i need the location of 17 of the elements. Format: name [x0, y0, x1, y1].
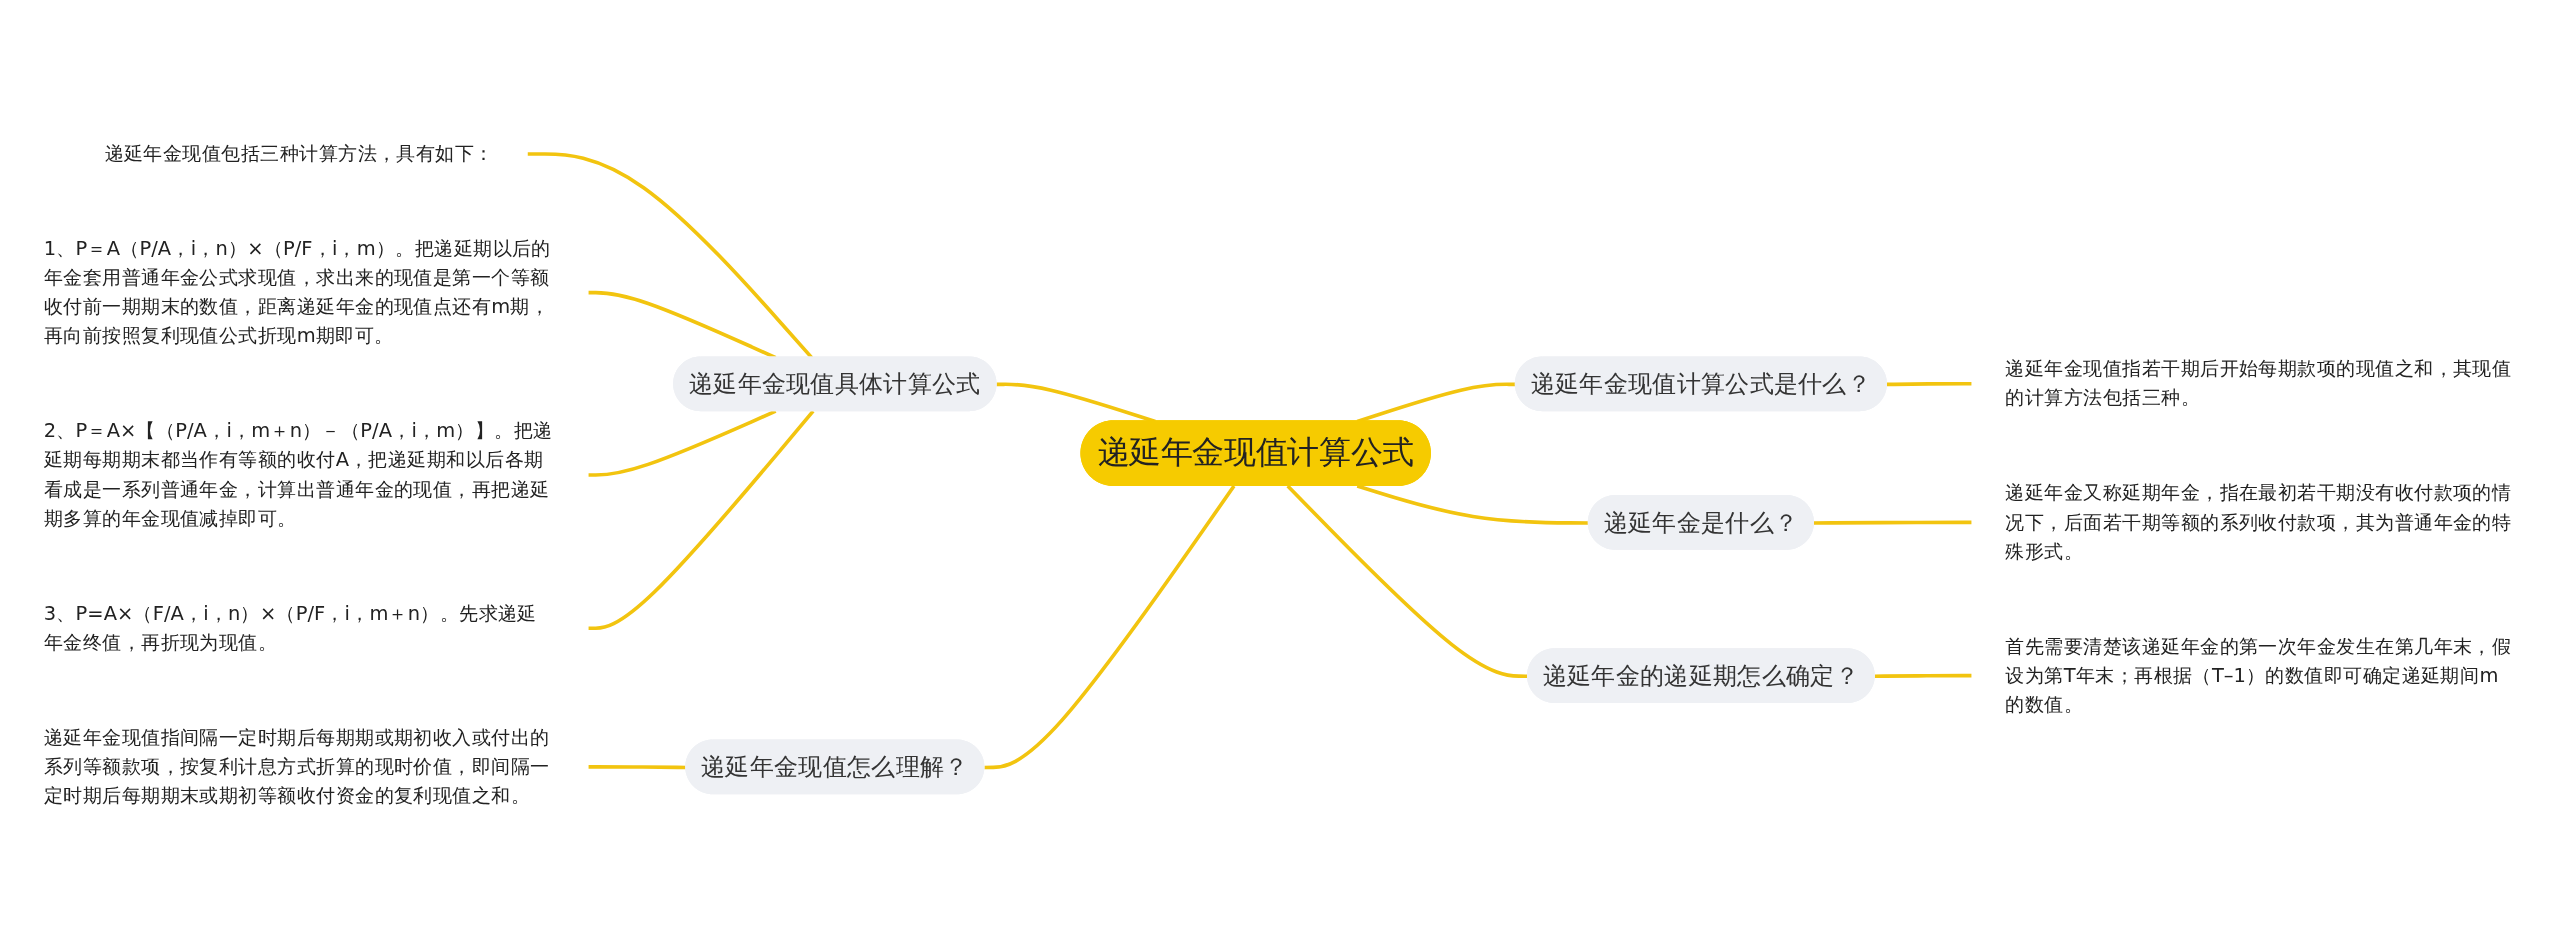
connector: [1886, 381, 1972, 387]
node-text: 1、P＝A（P/A，i，n）×（P/F，i，m）。把递延期以后的年金套用普通年金公式求现值，求出来的现值是第一个等额收付前一期期末的数值，距离递延年金的现值点还有m期，再向前按照复利现值公式折现m期即可。: [43, 236, 551, 348]
node-text: 递延年金又称延期年金，指在最初若干期没有收付款项的情况下，后面若干期等额的系列收付款项，其为普通年金的特殊形式。: [2005, 481, 2512, 563]
node-text: 递延年金现值指若干期后开始每期款项的现值之和，其现值的计算方法包括三种。: [2005, 357, 2512, 410]
connector: [984, 484, 1236, 770]
connector: [1874, 673, 1972, 679]
node-text: 3、P=A×（F/A，i，n）×（P/F，i，m＋n）。先求递延年金终值，再折现为现值。: [43, 601, 537, 654]
connector: [588, 410, 815, 631]
node-text: 2、P＝A×【（P/A，i，m＋n）－（P/A，i，m）】。把递延期每期期末都当作有等额的收付A，把递延期和以后各期看成是一系列普通年金，计算出普通年金的现值，再把递延期多算的年金现值减掉即可。: [43, 419, 553, 530]
node-text: 递延年金现值包括三种计算方法，具有如下：: [104, 141, 494, 165]
connector: [588, 409, 777, 477]
connector: [1356, 484, 1589, 525]
connector: [1286, 484, 1529, 679]
connector: [527, 152, 814, 359]
node-text: 首先需要清楚该递延年金的第一次年金发生在第几年末，假设为第T年末；再根据（T–1）的数值即可确定递延期间m的数值。: [2005, 634, 2512, 716]
connector: [1813, 520, 1972, 525]
node-text: 递延年金现值指间隔一定时期后每期期或期初收入或付出的系列等额款项，按复利计息方式折算的现时价值，即间隔一定时期后每期期末或期初等额收付资金的复利现值之和。: [43, 725, 550, 807]
